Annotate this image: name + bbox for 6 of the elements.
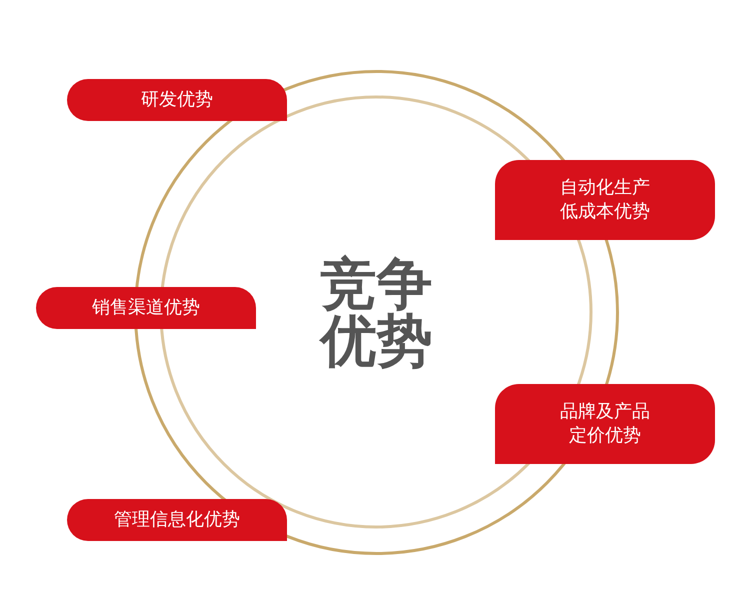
label-tab: 品牌及产品定价优势: [495, 384, 715, 464]
label-tab: 管理信息化优势: [67, 499, 287, 541]
label-tab: 自动化生产低成本优势: [495, 160, 715, 240]
label-tab: 研发优势: [67, 79, 287, 121]
center-title: 竞争优势: [320, 255, 432, 370]
label-tab: 销售渠道优势: [36, 287, 256, 329]
